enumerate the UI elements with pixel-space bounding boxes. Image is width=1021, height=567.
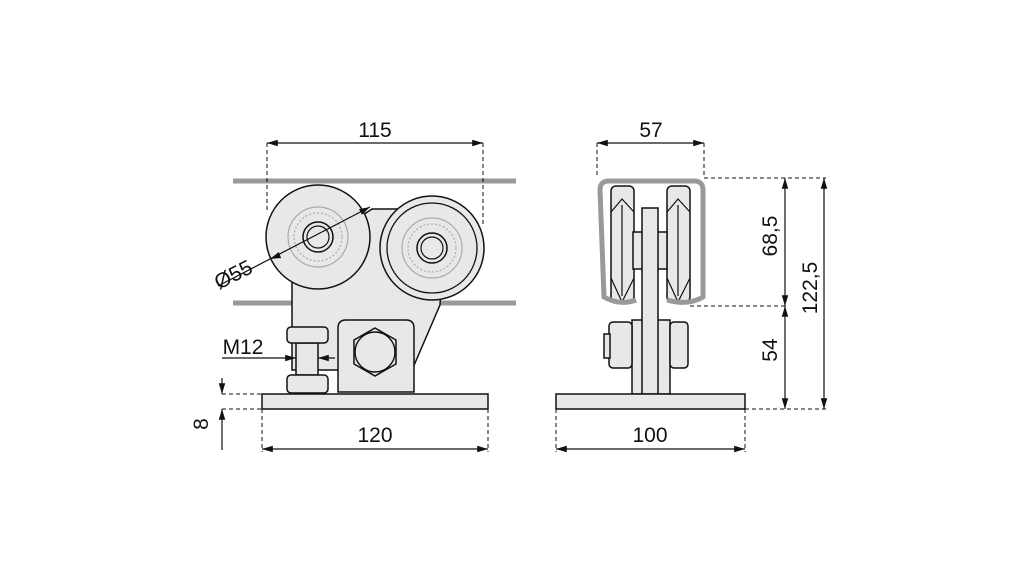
front-view: 57 68,5 54 122,5 100 (555, 119, 828, 453)
center-plate (641, 207, 659, 395)
dim-total-height: 122,5 (799, 262, 822, 315)
base-plate-front (555, 393, 746, 410)
bolt-end (603, 333, 611, 359)
dim-base-length: 120 (357, 424, 392, 447)
track-profile (597, 178, 706, 305)
dim-width-top: 115 (358, 119, 391, 142)
dim-upper-height: 68,5 (759, 216, 782, 257)
side-view: 115 Ø55 M12 8 120 (190, 119, 516, 453)
dim-lower-height: 54 (759, 338, 782, 362)
nut-right (669, 321, 689, 369)
dim-base-width: 100 (632, 424, 667, 447)
nut-left (608, 321, 633, 369)
dim-wheel-diameter: Ø55 (211, 256, 257, 295)
dim-plate-thickness: 8 (190, 418, 213, 430)
base-plate (261, 393, 489, 410)
wheel-left (265, 184, 371, 290)
dim-track-width: 57 (639, 119, 662, 142)
dim-bolt-size: M12 (223, 336, 264, 359)
diameter-leader (217, 206, 371, 287)
wheel-right (379, 195, 485, 301)
